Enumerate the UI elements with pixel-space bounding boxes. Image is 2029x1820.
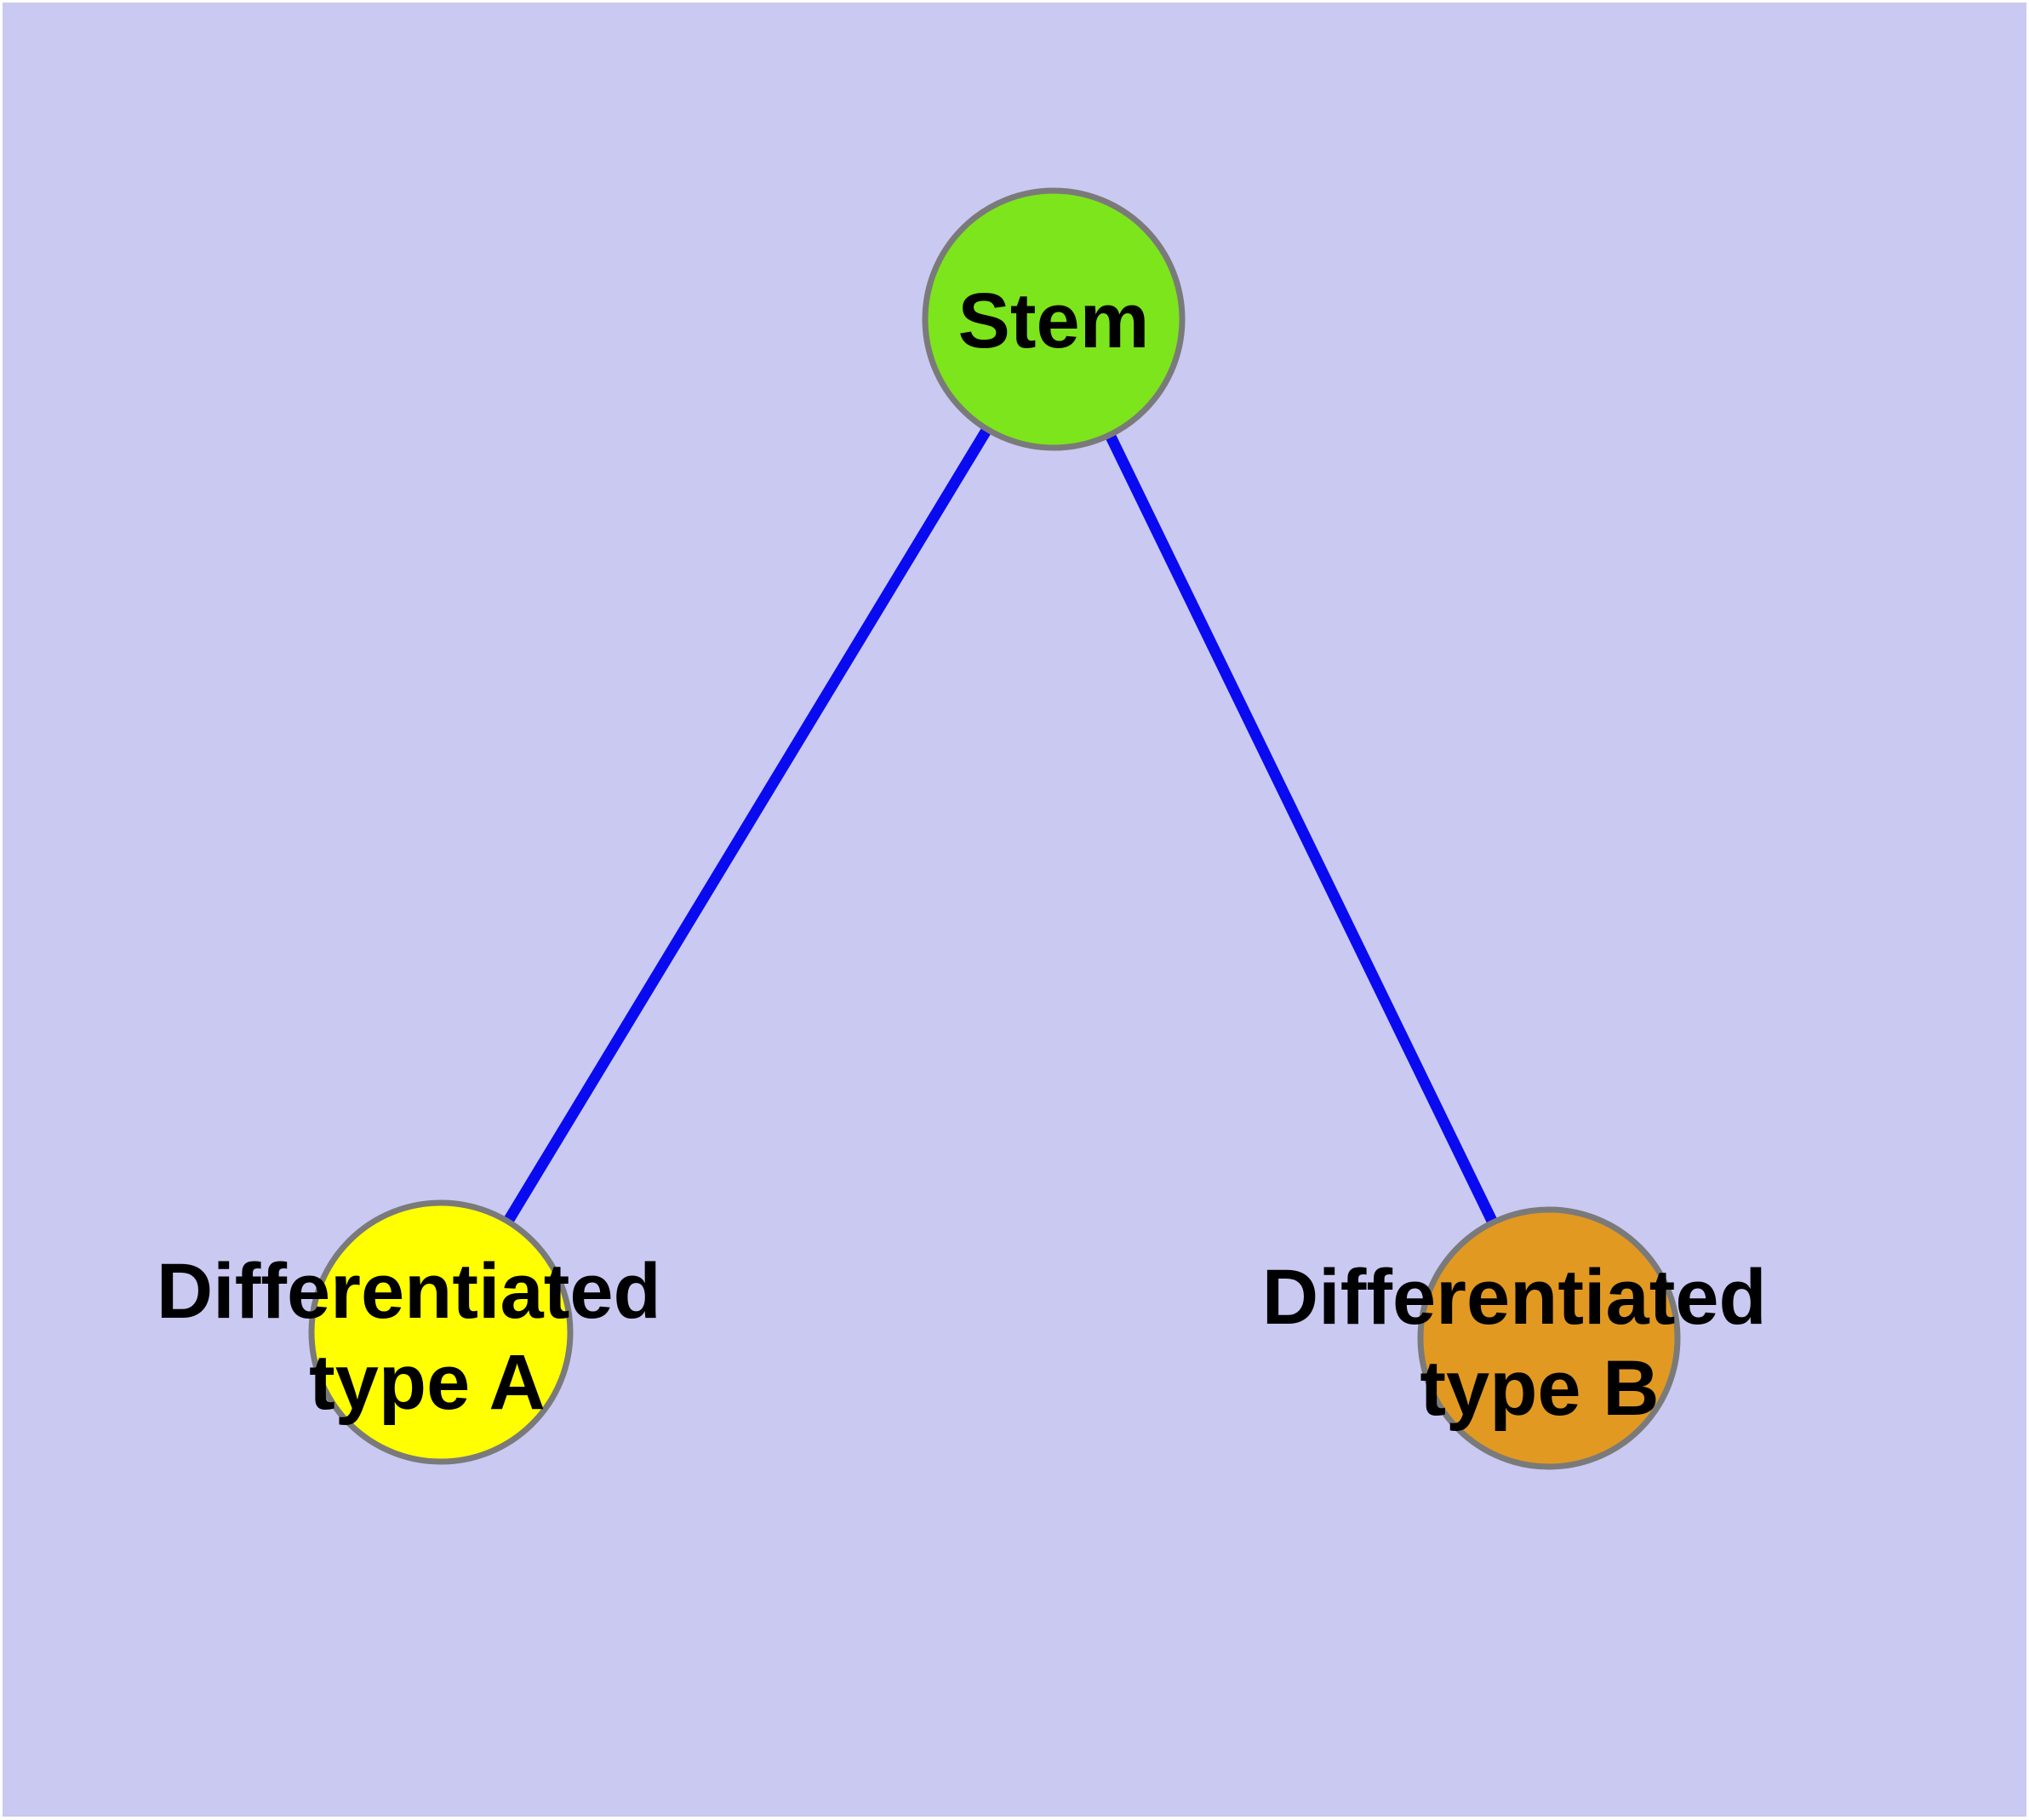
node-differentiated-type-b-label: Differentiated type B [1262, 1254, 1789, 1432]
label-line: type B [1420, 1345, 1659, 1432]
edge-stem-to-type-b [1049, 317, 1554, 1341]
node-stem [922, 187, 1186, 451]
node-differentiated-type-a-label: Differentiated type A [157, 1248, 683, 1426]
node-differentiated-type-a [308, 1199, 574, 1465]
label-line: Differentiated [1262, 1254, 1767, 1341]
node-stem-label: Stem [958, 278, 1150, 364]
label-line: Differentiated [157, 1248, 661, 1335]
edge-stem-to-type-a [436, 316, 1059, 1336]
label-line: Stem [958, 278, 1150, 364]
label-line: type A [309, 1339, 546, 1426]
node-differentiated-type-b [1417, 1206, 1681, 1470]
